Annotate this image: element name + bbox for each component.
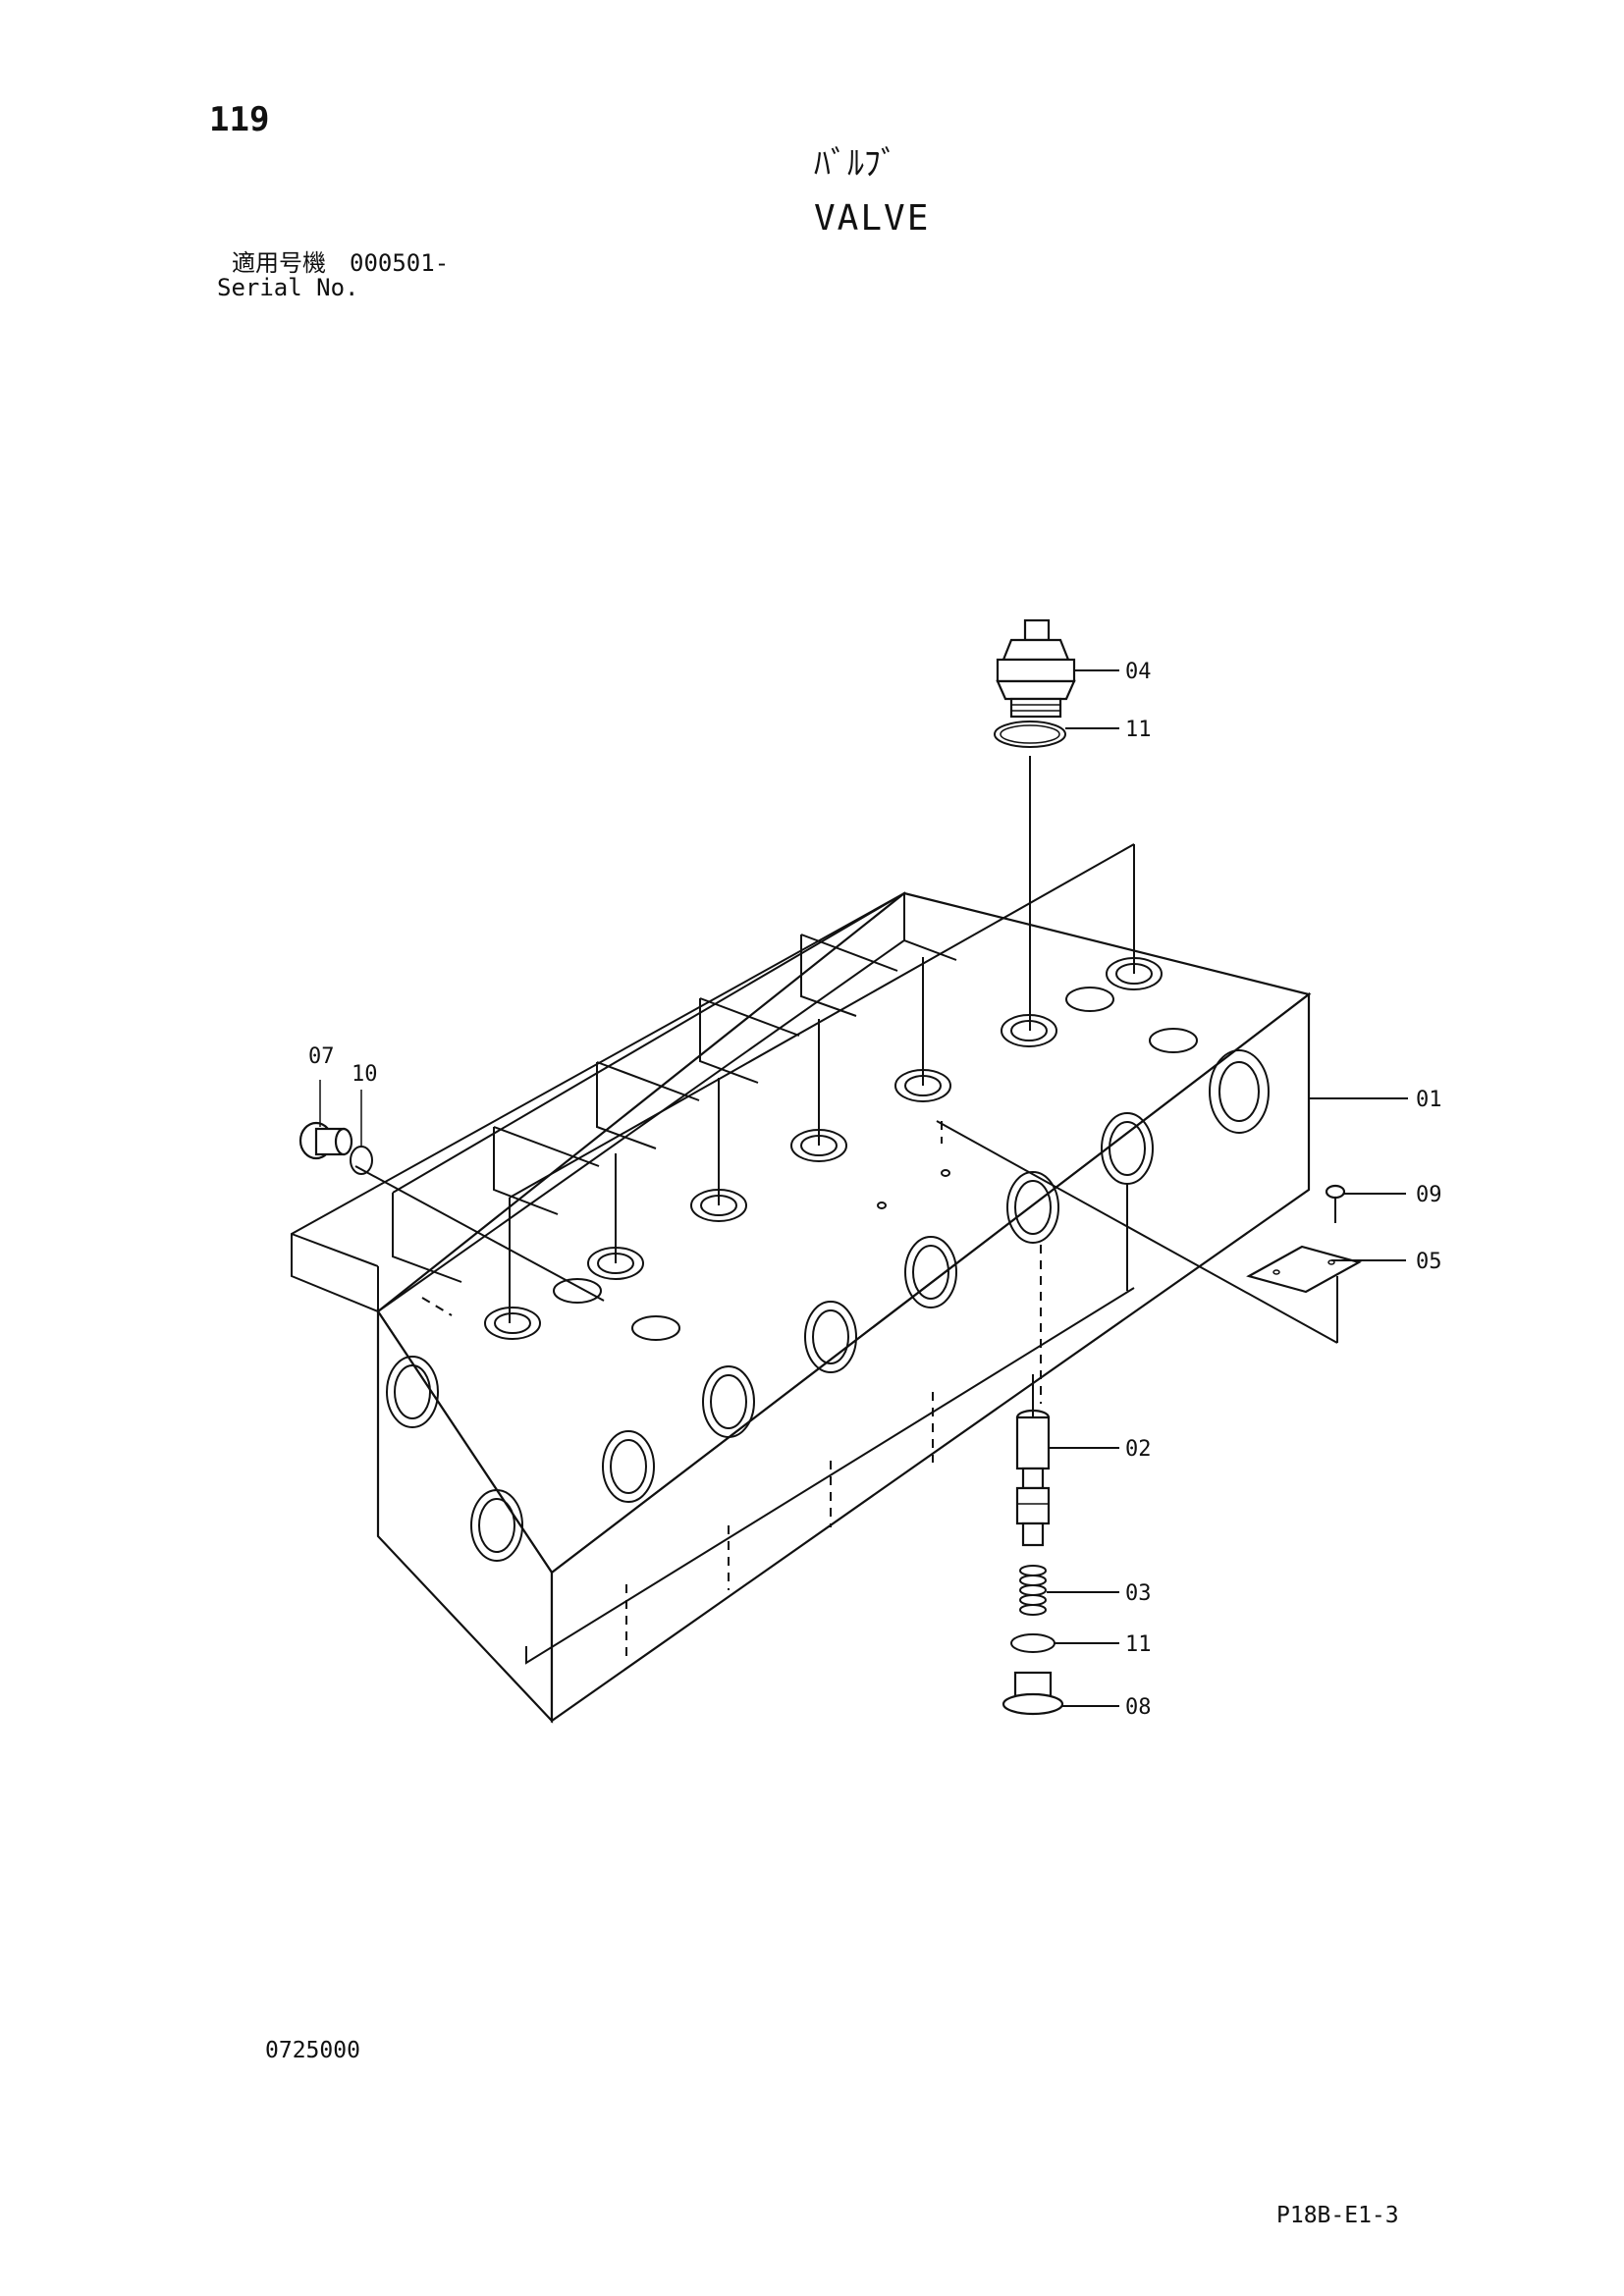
serial-number-range: 000501- (350, 249, 450, 277)
label-10: 10 (352, 1062, 378, 1087)
page-code: P18B-E1-3 (1276, 2203, 1399, 2228)
label-04: 04 (1125, 660, 1152, 684)
label-02: 02 (1125, 1437, 1152, 1462)
side-ports (386, 1049, 1270, 1562)
label-05: 05 (1416, 1250, 1442, 1274)
label-11-lower: 11 (1125, 1632, 1152, 1657)
part-02-spool (1015, 1409, 1051, 1547)
part-11-oring-lower (1010, 1633, 1056, 1653)
label-08: 08 (1125, 1695, 1152, 1720)
part-04-switch (996, 618, 1076, 719)
serial-label-english: Serial No. (217, 274, 359, 301)
title-japanese: ﾊﾞﾙﾌﾞ (814, 144, 897, 184)
title-english: VALVE (814, 198, 931, 239)
label-09: 09 (1416, 1183, 1442, 1207)
label-11-upper: 11 (1125, 718, 1152, 742)
part-05-plate (1246, 1245, 1362, 1294)
assembly-guides (354, 756, 1338, 1665)
valve-block (291, 891, 1312, 1724)
part-11-oring-upper (994, 721, 1066, 748)
drawing-number: 0725000 (265, 2038, 360, 2063)
label-01: 01 (1416, 1088, 1442, 1112)
part-08-plug (1001, 1671, 1064, 1716)
part-09-screw (1325, 1184, 1346, 1223)
label-07: 07 (308, 1044, 335, 1069)
part-07-plug (298, 1121, 353, 1160)
leader-lines (1047, 669, 1408, 1707)
page-number: 119 (209, 100, 270, 139)
label-03: 03 (1125, 1581, 1152, 1606)
serial-label-japanese: 適用号機 (232, 249, 326, 277)
part-03-spring (1019, 1565, 1047, 1616)
